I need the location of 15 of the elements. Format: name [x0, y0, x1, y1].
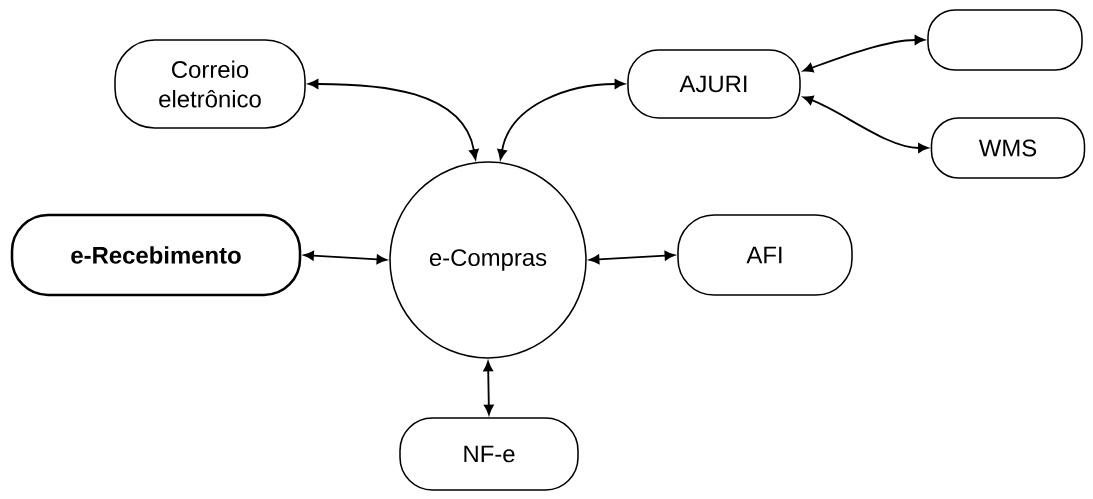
rounded-box: Correio eletrônico [114, 39, 306, 129]
rounded-box: AJURI [627, 49, 801, 119]
rounded-box: AFI [677, 214, 853, 296]
arrow [497, 79, 625, 160]
rounded-box: WMS [930, 117, 1086, 179]
rounded-box: e-Recebimento [10, 213, 302, 297]
circle-node: e-Compras [389, 161, 587, 359]
arrow [483, 361, 494, 415]
rounded-box [927, 9, 1083, 71]
arrow [589, 250, 675, 265]
rounded-box: NF-e [399, 417, 579, 491]
arrow [308, 79, 479, 160]
arrow [802, 35, 925, 73]
arrow [802, 95, 929, 153]
arrow [303, 250, 387, 265]
